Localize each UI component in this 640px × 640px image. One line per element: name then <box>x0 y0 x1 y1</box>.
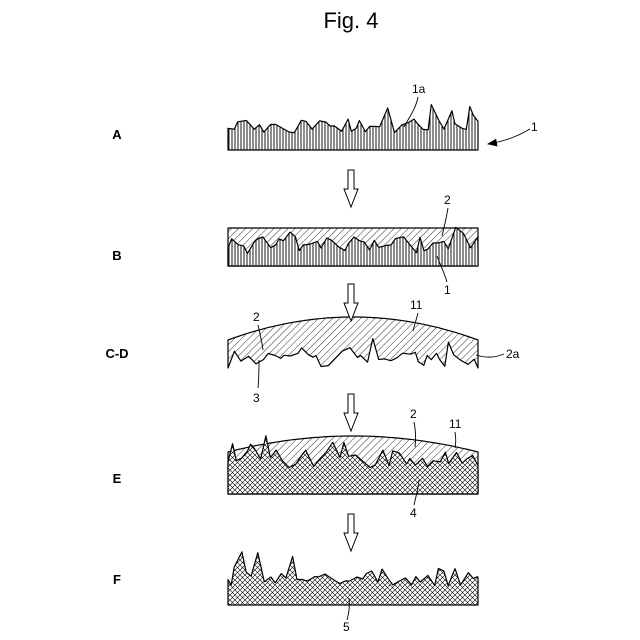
ref-label-2-e: 2 <box>410 407 417 421</box>
step-label-f: F <box>113 572 121 587</box>
ref-label-2-b: 2 <box>444 193 451 207</box>
ref-label-1a: 1a <box>412 82 426 96</box>
step-label-e: E <box>113 471 122 486</box>
process-arrow-4 <box>344 514 358 551</box>
process-arrow-3 <box>344 394 358 431</box>
leader-2a <box>476 354 504 357</box>
stage-b-coated-substrate <box>228 227 478 266</box>
process-arrow-1 <box>344 170 358 207</box>
stage-a-roughened-substrate <box>228 105 478 150</box>
ref-label-2a: 2a <box>506 347 520 361</box>
stage-f-final-product <box>228 552 478 605</box>
figure-title: Fig. 4 <box>323 8 378 33</box>
ref-label-2-c: 2 <box>253 310 260 324</box>
step-label-a: A <box>112 127 122 142</box>
leader-11-e <box>455 432 456 448</box>
replica-layer-2 <box>228 317 478 368</box>
ref-label-11-e: 11 <box>449 417 462 431</box>
leader-3 <box>258 360 259 388</box>
stage-e-filled-replica <box>228 436 478 494</box>
process-arrow-2 <box>344 284 358 321</box>
ref-label-1-b: 1 <box>444 283 451 297</box>
final-product-5 <box>228 552 478 605</box>
leader-1-arrow <box>488 129 530 144</box>
step-label-b: B <box>112 248 121 263</box>
substrate-1-rough-surface <box>228 105 478 150</box>
stage-cd-peeled-replica <box>228 317 478 368</box>
ref-label-1: 1 <box>531 120 538 134</box>
ref-label-11-c: 11 <box>410 298 423 312</box>
step-label-cd: C-D <box>105 346 128 361</box>
ref-label-3: 3 <box>253 391 260 405</box>
ref-label-5: 5 <box>343 620 350 634</box>
ref-label-4: 4 <box>410 506 417 520</box>
